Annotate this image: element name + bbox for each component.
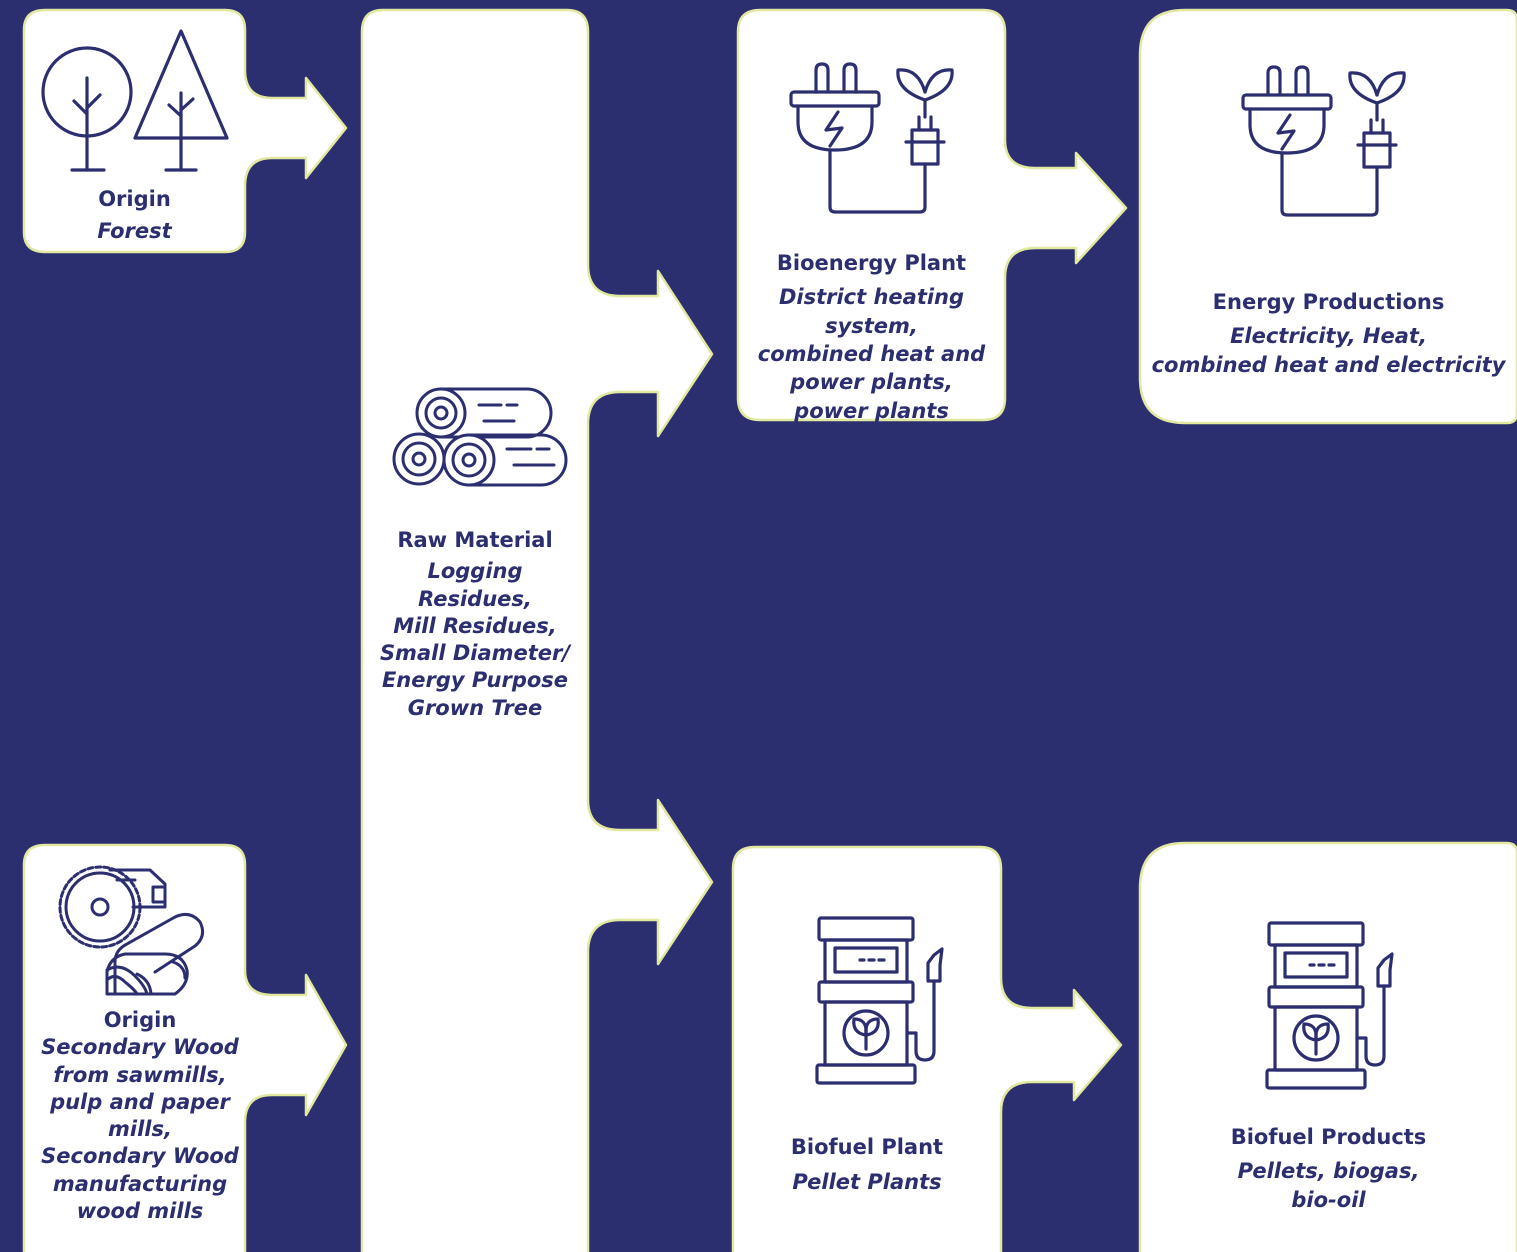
node-description: Pellet Plants	[792, 1170, 942, 1195]
node-description: Electricity, Heat, combined heat and ele…	[1151, 324, 1506, 377]
node-title: Origin	[98, 187, 171, 211]
trees-icon	[41, 29, 229, 172]
node-biofuel-plant: Biofuel Plant Pellet Plants	[733, 1133, 1001, 1198]
node-title: Biofuel Products	[1230, 1125, 1427, 1149]
node-bioenergy-plant-shape	[736, 8, 1128, 422]
node-biofuel-plant-shape	[731, 845, 1123, 1252]
node-origin-forest-shape	[22, 8, 348, 254]
node-description: Pellets, biogas, bio-oil	[1237, 1159, 1420, 1212]
node-origin-secondary: Origin Secondary Wood from sawmills, pul…	[24, 1007, 256, 1225]
node-description: Forest	[97, 218, 172, 243]
node-bioenergy-plant: Bioenergy Plant District heating system,…	[733, 249, 1010, 425]
fuel-pump-icon	[1265, 921, 1394, 1090]
node-raw-material: Raw Material Logging Residues, Mill Resi…	[362, 527, 588, 722]
node-origin-forest: Origin Forest	[24, 186, 245, 245]
node-description: Logging Residues, Mill Residues, Small D…	[379, 559, 571, 720]
sawmill-icon	[58, 865, 205, 996]
node-title: Origin	[103, 1008, 177, 1032]
node-biofuel-products: Biofuel Products Pellets, biogas, bio-oi…	[1140, 1123, 1517, 1214]
fuel-pump-icon	[815, 916, 944, 1085]
node-energy-productions: Energy Productions Electricity, Heat, co…	[1140, 288, 1517, 379]
plug-leaf-icon	[789, 62, 954, 214]
plug-leaf-icon	[1241, 65, 1406, 217]
node-description: District heating system, combined heat a…	[757, 285, 986, 423]
node-raw-material-shape	[360, 8, 714, 1252]
node-title: Raw Material	[397, 528, 553, 552]
node-title: Bioenergy Plant	[776, 251, 967, 275]
node-title: Biofuel Plant	[790, 1135, 944, 1159]
node-description: Secondary Wood from sawmills, pulp and p…	[41, 1035, 239, 1224]
logs-icon	[392, 387, 568, 487]
node-title: Energy Productions	[1212, 290, 1445, 314]
node-biofuel-products-shape	[1138, 841, 1517, 1252]
